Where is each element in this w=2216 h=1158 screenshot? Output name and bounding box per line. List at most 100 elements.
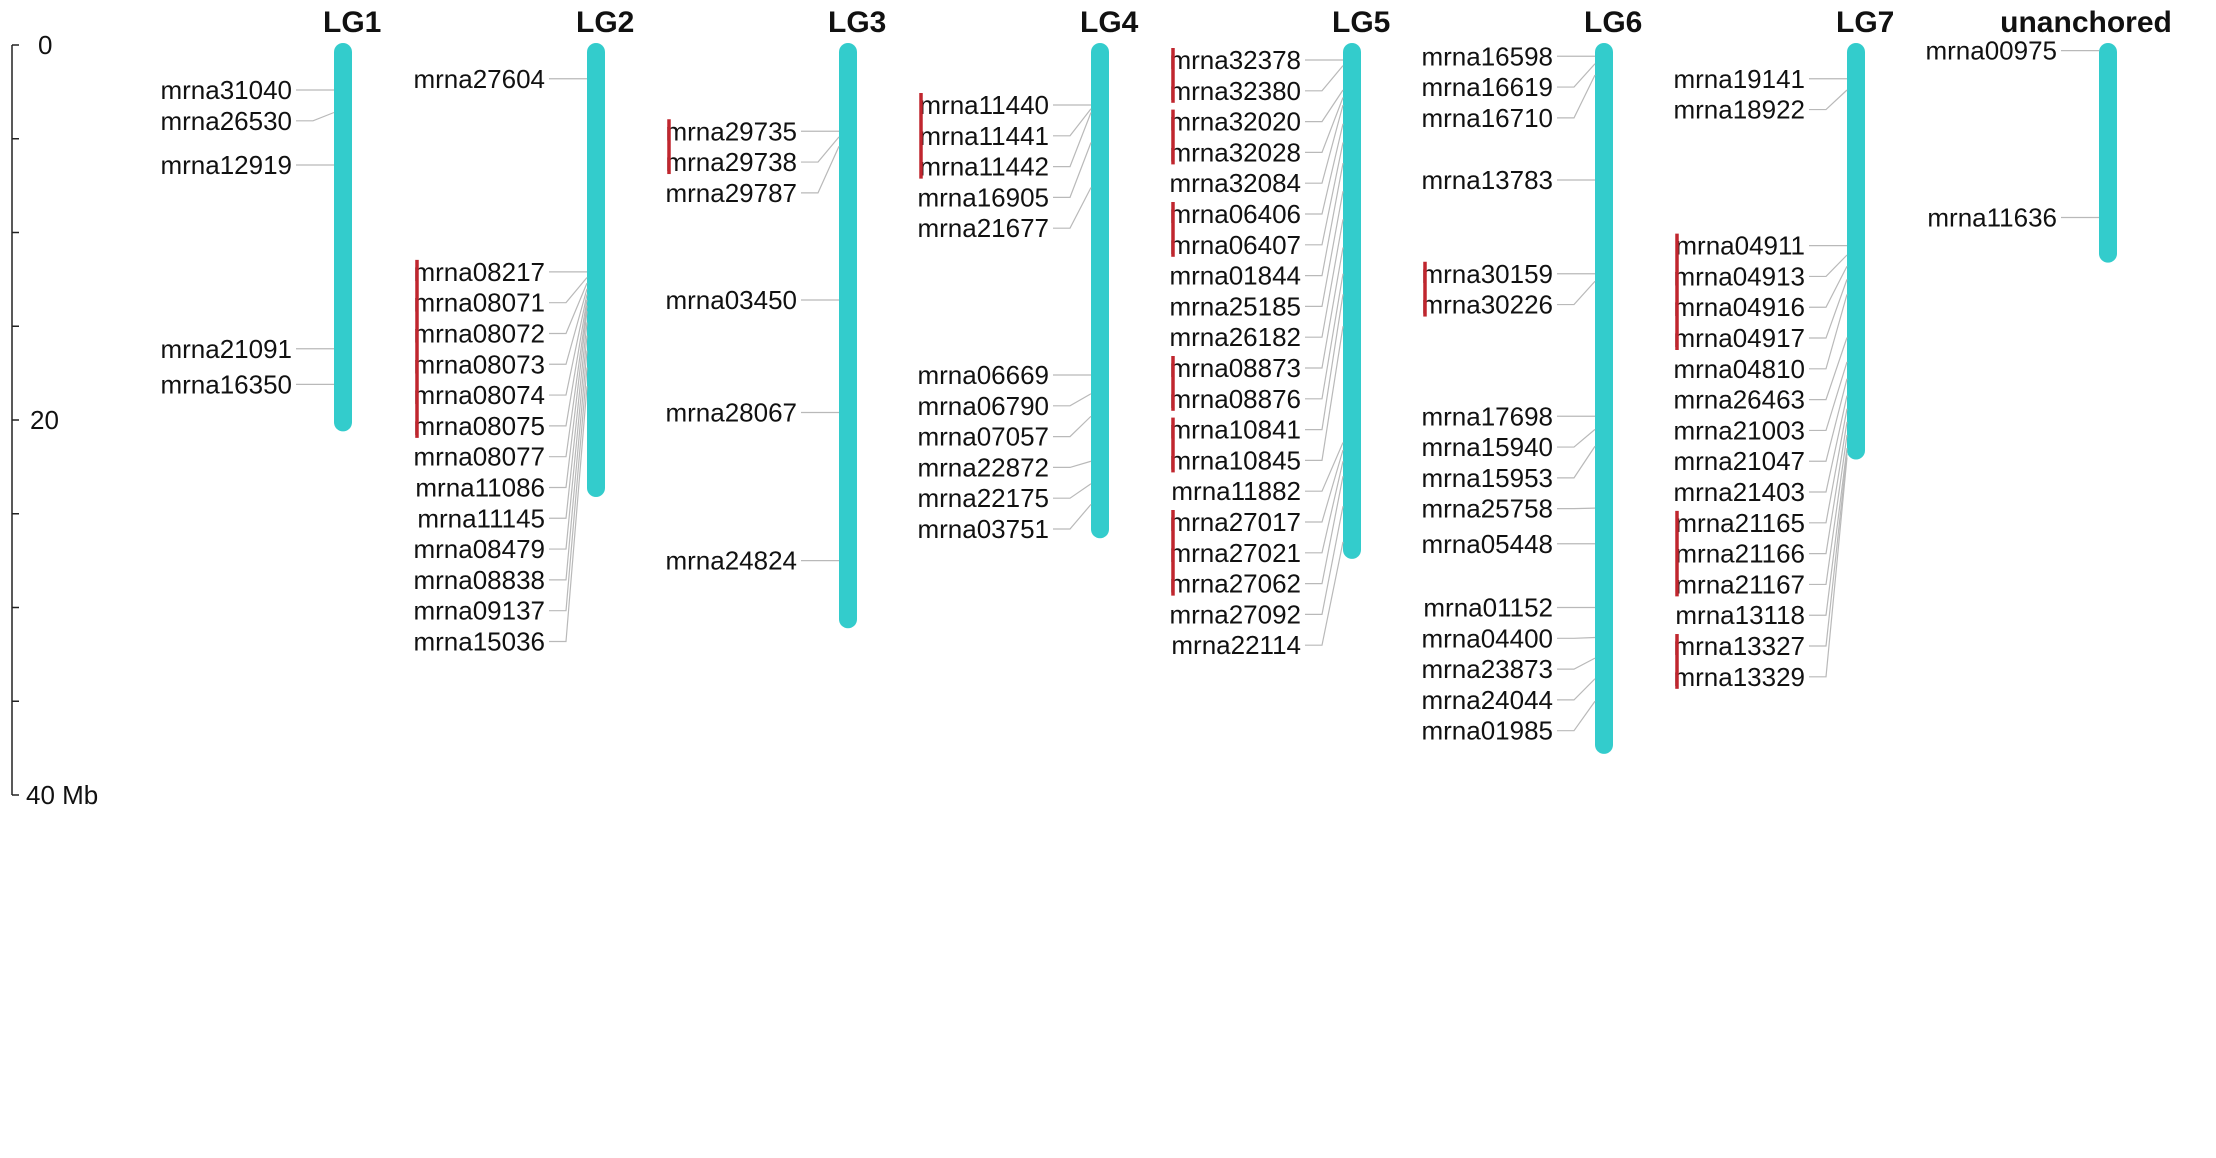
marker-label: mrna01844 bbox=[1169, 261, 1301, 291]
marker-label: mrna31040 bbox=[160, 75, 292, 105]
marker-connector bbox=[549, 288, 588, 365]
marker-label: mrna21003 bbox=[1673, 415, 1805, 445]
marker-connector bbox=[1809, 434, 1848, 586]
marker-connector bbox=[1809, 378, 1848, 462]
marker-label: mrna30226 bbox=[1421, 290, 1553, 320]
linkage-group-title: LG5 bbox=[1332, 6, 1390, 39]
marker-label: mrna32380 bbox=[1169, 76, 1301, 106]
marker-connector bbox=[1557, 507, 1596, 510]
marker-connector bbox=[1053, 415, 1092, 438]
marker-label: mrna32020 bbox=[1169, 107, 1301, 137]
marker-connector bbox=[1305, 442, 1344, 492]
marker-label: mrna11441 bbox=[919, 121, 1049, 151]
marker-connector bbox=[1557, 428, 1596, 448]
marker-label: mrna04916 bbox=[1673, 292, 1805, 322]
marker-connector bbox=[1809, 254, 1848, 278]
marker-label: mrna27604 bbox=[413, 64, 545, 94]
marker-connector bbox=[1305, 142, 1344, 246]
marker-label: mrna11882 bbox=[1171, 476, 1301, 506]
marker-connector bbox=[1053, 187, 1092, 229]
linkage-group-title: LG3 bbox=[828, 6, 886, 39]
marker-label: mrna05448 bbox=[1421, 529, 1553, 559]
linkage-group-title: unanchored bbox=[2000, 6, 2172, 39]
marker-label: mrna25185 bbox=[1169, 291, 1301, 321]
marker-label: mrna21166 bbox=[1675, 539, 1805, 569]
marker-connector bbox=[1809, 361, 1848, 432]
linkage-group-lg2: LG2mrna27604mrna08217mrna08071mrna08072m… bbox=[413, 6, 634, 656]
marker-label: mrna08838 bbox=[413, 565, 545, 595]
marker-label: mrna15953 bbox=[1421, 463, 1553, 493]
marker-connector bbox=[1809, 337, 1848, 401]
marker-connector bbox=[1305, 506, 1344, 616]
marker-label: mrna32084 bbox=[1169, 168, 1301, 198]
marker-connector bbox=[1305, 89, 1344, 123]
marker-connector bbox=[1305, 247, 1344, 369]
linkage-group-title: LG4 bbox=[1080, 6, 1139, 39]
chromosome-bar bbox=[1343, 43, 1361, 559]
marker-label: mrna11086 bbox=[415, 472, 545, 502]
marker-label: mrna16710 bbox=[1421, 103, 1553, 133]
marker-label: mrna15940 bbox=[1421, 432, 1553, 462]
marker-connector bbox=[1305, 123, 1344, 215]
marker-connector bbox=[801, 136, 840, 163]
marker-connector bbox=[1809, 279, 1848, 339]
marker-connector bbox=[1557, 636, 1596, 639]
marker-connector bbox=[1305, 326, 1344, 461]
marker-label: mrna08873 bbox=[1169, 353, 1301, 383]
marker-label: mrna22114 bbox=[1171, 630, 1301, 660]
linkage-group-lg5: LG5mrna32378mrna32380mrna32020mrna32028m… bbox=[1169, 6, 1390, 660]
marker-connector bbox=[1053, 503, 1092, 530]
marker-connector bbox=[1809, 265, 1848, 308]
marker-label: mrna06790 bbox=[917, 391, 1049, 421]
marker-label: mrna11442 bbox=[919, 152, 1049, 182]
marker-connector bbox=[549, 322, 588, 519]
marker-label: mrna13329 bbox=[1673, 662, 1805, 692]
marker-connector bbox=[296, 111, 335, 122]
chromosome-bar bbox=[1847, 43, 1865, 460]
marker-label: mrna21403 bbox=[1673, 477, 1805, 507]
marker-connector bbox=[549, 311, 588, 489]
marker-label: mrna06669 bbox=[917, 360, 1049, 390]
marker-label: mrna17698 bbox=[1421, 401, 1553, 431]
marker-label: mrna29787 bbox=[665, 178, 797, 208]
marker-connector bbox=[549, 277, 588, 304]
marker-label: mrna13118 bbox=[1675, 600, 1805, 630]
marker-label: mrna08876 bbox=[1169, 384, 1301, 414]
marker-connector bbox=[1305, 191, 1344, 307]
axis-tick-label: 20 bbox=[30, 405, 59, 435]
marker-connector bbox=[1809, 89, 1848, 111]
marker-label: mrna01152 bbox=[1423, 593, 1553, 623]
chromosome-bar bbox=[2099, 43, 2117, 263]
marker-connector bbox=[1053, 142, 1092, 198]
chromosome-bar bbox=[839, 43, 857, 629]
marker-connector bbox=[1305, 449, 1344, 523]
marker-label: mrna08479 bbox=[413, 534, 545, 564]
marker-connector bbox=[1305, 273, 1344, 400]
axis-tick-label: 0 bbox=[38, 30, 52, 60]
linkage-group-title: LG6 bbox=[1584, 6, 1642, 39]
marker-label: mrna08074 bbox=[413, 380, 545, 410]
marker-label: mrna03751 bbox=[917, 514, 1049, 544]
marker-label: mrna12919 bbox=[160, 150, 292, 180]
marker-label: mrna04917 bbox=[1673, 323, 1805, 353]
marker-label: mrna16350 bbox=[160, 369, 292, 399]
marker-label: mrna06407 bbox=[1169, 230, 1301, 260]
marker-label: mrna28067 bbox=[665, 398, 797, 428]
marker-label: mrna19141 bbox=[1673, 64, 1805, 94]
linkage-group-title: LG1 bbox=[323, 6, 381, 39]
marker-label: mrna11440 bbox=[919, 90, 1049, 120]
marker-label: mrna15036 bbox=[413, 626, 545, 656]
marker-connector bbox=[1305, 65, 1344, 92]
marker-label: mrna08072 bbox=[413, 318, 545, 348]
linkage-group-lg7: LG7mrna19141mrna18922mrna04911mrna04913m… bbox=[1673, 6, 1894, 692]
marker-connector bbox=[1053, 460, 1092, 468]
marker-label: mrna30159 bbox=[1421, 259, 1553, 289]
marker-label: mrna11636 bbox=[1927, 203, 2057, 233]
marker-connector bbox=[549, 335, 588, 550]
marker-connector bbox=[549, 386, 588, 643]
marker-label: mrna24044 bbox=[1421, 685, 1553, 715]
marker-connector bbox=[1557, 445, 1596, 479]
marker-connector bbox=[1557, 678, 1596, 701]
marker-connector bbox=[1557, 74, 1596, 119]
marker-label: mrna32378 bbox=[1169, 45, 1301, 75]
